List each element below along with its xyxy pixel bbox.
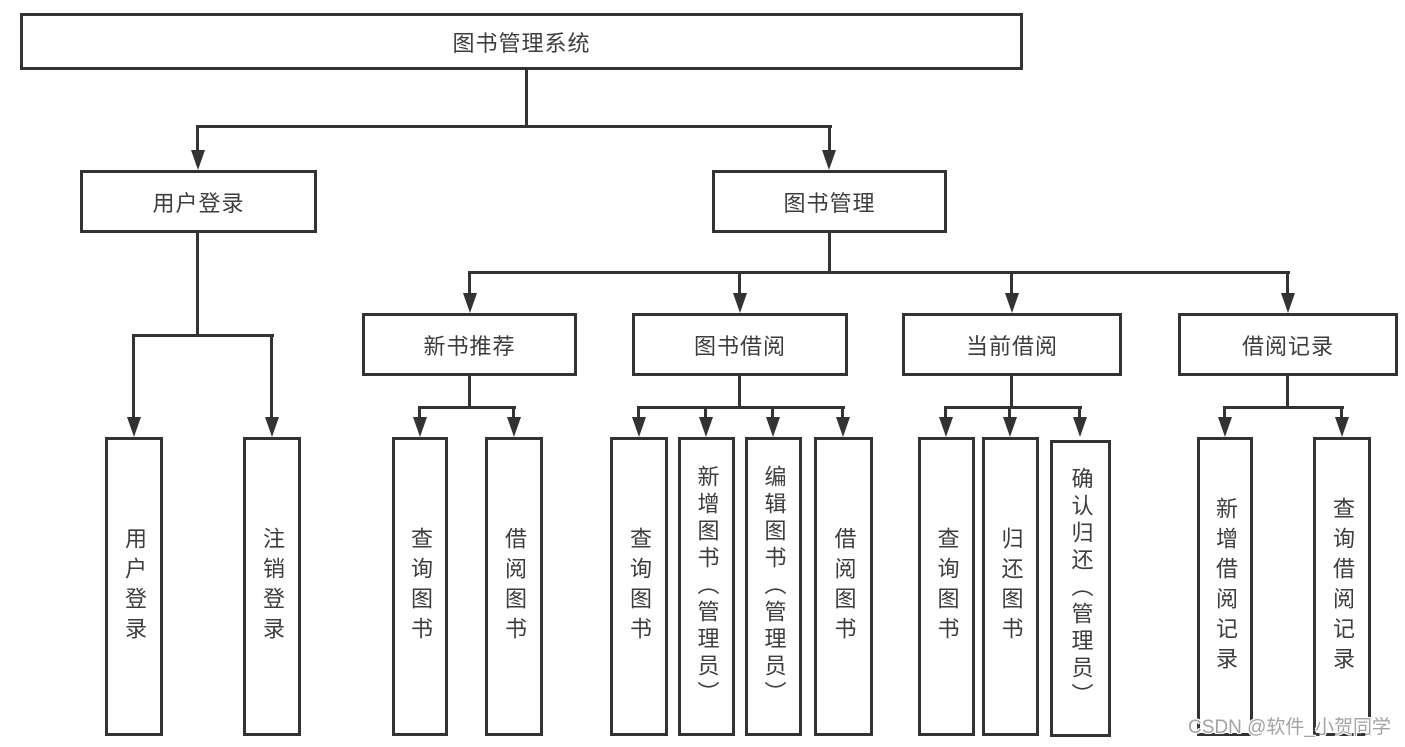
connector-record-stem <box>1286 376 1289 409</box>
connector-rec-drop-1 <box>418 406 421 419</box>
connector-borrow-stem <box>738 376 741 409</box>
arrowhead-book-mgmt <box>822 150 836 170</box>
connector-record-drop-1 <box>1223 406 1226 419</box>
leaf-borrow-book-rec: 借阅图书 <box>485 437 543 736</box>
arrowhead-borrow-book-rec <box>507 417 521 437</box>
csdn-watermark: CSDN @软件_小贺同学 <box>1188 717 1391 738</box>
connector-borrow-drop-4 <box>841 406 844 419</box>
arrowhead-new-book-rec <box>463 293 477 313</box>
arrowhead-add-borrow-record <box>1218 417 1232 437</box>
leaf-add-borrow-record: 新增借阅记录 <box>1197 437 1253 736</box>
arrowhead-current-borrow <box>1005 293 1019 313</box>
arrowhead-leaf-user-login <box>127 417 141 437</box>
node-borrowing-records: 借阅记录 <box>1178 313 1398 376</box>
connector-record-drop-2 <box>1340 406 1343 419</box>
leaf-query-book-current: 查询图书 <box>918 437 975 736</box>
node-book-borrowing: 图书借阅 <box>632 313 848 376</box>
leaf-query-borrow-record: 查询借阅记录 <box>1313 437 1371 736</box>
connector-rec-bar <box>418 406 516 409</box>
connector-login-drop-left <box>132 334 135 419</box>
node-new-book-recommend: 新书推荐 <box>362 313 577 376</box>
leaf-confirm-return-admin: 确认归还（管理员） <box>1050 440 1111 737</box>
arrowhead-edit-book-admin <box>766 417 780 437</box>
leaf-add-book-admin: 新增图书（管理员） <box>678 437 735 736</box>
arrowhead-add-book-admin <box>699 417 713 437</box>
leaf-borrow-book-borrow: 借阅图书 <box>814 437 873 736</box>
arrowhead-user-login <box>191 150 205 170</box>
leaf-edit-book-admin: 编辑图书（管理员） <box>745 437 802 736</box>
node-current-borrowing: 当前借阅 <box>902 313 1122 376</box>
connector-mgmt-bar <box>468 271 1290 274</box>
arrowhead-query-borrow-record <box>1335 417 1349 437</box>
leaf-logout: 注销登录 <box>243 437 301 736</box>
connector-current-drop-3 <box>1078 406 1081 419</box>
connector-mgmt-stem <box>828 233 831 274</box>
connector-rec-drop-2 <box>512 406 515 419</box>
arrowhead-book-borrow <box>733 293 747 313</box>
arrowhead-query-book-rec <box>413 417 427 437</box>
leaf-query-book-rec: 查询图书 <box>392 437 448 736</box>
connector-login-drop-right <box>270 334 273 419</box>
arrowhead-return-book <box>1003 417 1017 437</box>
connector-mgmt-drop-1 <box>468 271 471 295</box>
connector-mgmt-drop-3 <box>1010 271 1013 295</box>
connector-current-stem <box>1010 376 1013 409</box>
connector-borrow-drop-3 <box>771 406 774 419</box>
connector-current-bar <box>944 406 1082 409</box>
connector-root-bar <box>196 125 832 128</box>
connector-mgmt-drop-4 <box>1286 271 1289 295</box>
arrowhead-borrow-record <box>1281 293 1295 313</box>
connector-current-drop-1 <box>944 406 947 419</box>
connector-root-drop-right <box>828 125 831 153</box>
leaf-return-book: 归还图书 <box>982 437 1039 736</box>
leaf-query-book-borrow: 查询图书 <box>610 437 668 736</box>
connector-root-stem <box>525 70 528 126</box>
arrowhead-leaf-logout <box>265 417 279 437</box>
connector-borrow-drop-1 <box>637 406 640 419</box>
connector-borrow-bar <box>637 406 845 409</box>
connector-mgmt-drop-2 <box>738 271 741 295</box>
leaf-user-login: 用户登录 <box>105 437 163 736</box>
node-book-management: 图书管理 <box>712 170 947 233</box>
node-user-login: 用户登录 <box>80 170 317 233</box>
connector-login-stem <box>196 233 199 337</box>
connector-record-bar <box>1223 406 1344 409</box>
arrowhead-query-book-current <box>939 417 953 437</box>
connector-borrow-drop-2 <box>704 406 707 419</box>
node-library-management-system: 图书管理系统 <box>20 13 1023 70</box>
connector-root-drop-left <box>196 125 199 153</box>
arrowhead-borrow-book-borrow <box>836 417 850 437</box>
connector-current-drop-2 <box>1008 406 1011 419</box>
connector-login-bar <box>132 334 274 337</box>
arrowhead-query-book-borrow <box>632 417 646 437</box>
arrowhead-confirm-return <box>1073 417 1087 437</box>
connector-rec-stem <box>468 376 471 409</box>
